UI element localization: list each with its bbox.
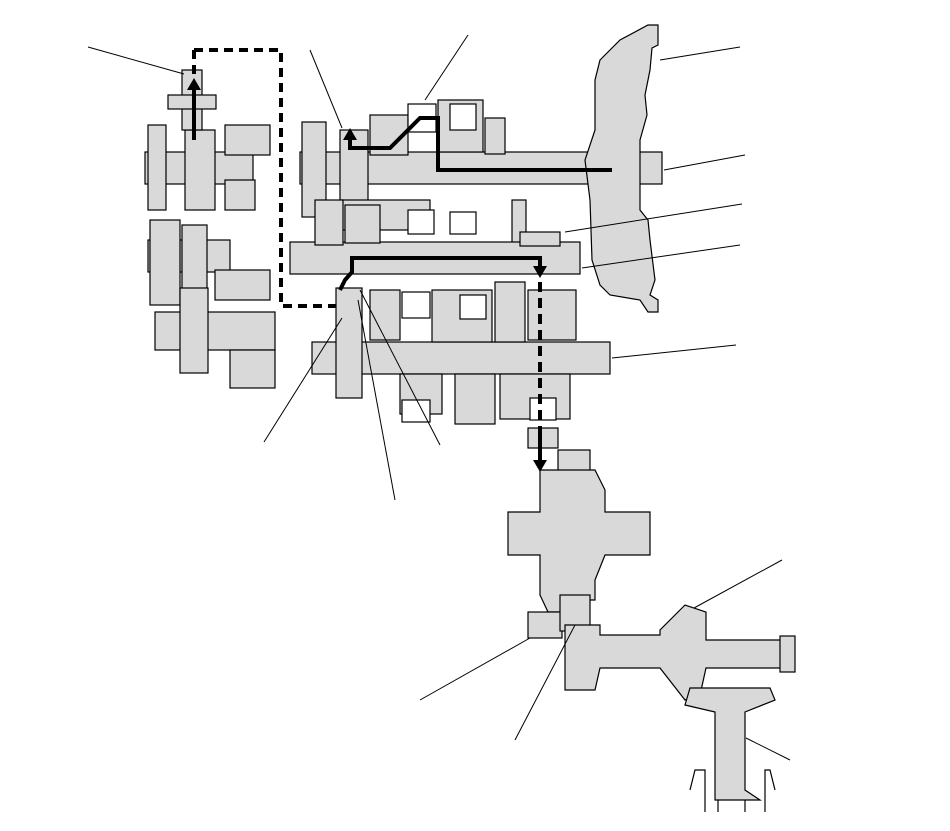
leader-9 [263,317,343,443]
power-flow-upper [348,116,612,172]
left-lower-shaft [154,311,276,351]
left-lower-gear-a [179,287,209,374]
left-lower-gear-c [229,349,276,389]
rear-output-shaft [684,687,776,801]
clutch-housing [584,24,659,313]
main-synchro-teeth-3 [407,209,435,235]
leader-6 [564,203,743,233]
leader-12 [693,559,783,609]
leader-4 [659,46,741,61]
main-synchro-teeth-2 [449,103,477,131]
output-shaft-assembly [311,281,611,425]
left-lower-gear-b [214,269,271,301]
left-upper-gear-b [184,129,216,211]
differential-case [507,469,651,613]
leader-2 [309,49,343,129]
counter-gear-1 [314,199,344,246]
left-upper-gear-d [224,179,256,211]
power-flow-arrowhead-upper [343,128,357,140]
leader-7 [581,244,741,269]
leader-11 [359,289,441,446]
output-gear-7 [454,373,496,425]
left-upper-gear-c [224,124,271,156]
counter-bearing [519,231,561,247]
leader-8 [611,344,737,359]
output-gear-4 [494,281,526,343]
transfer-shaft [564,604,786,701]
leader-10 [357,299,396,501]
leader-lines [87,34,791,761]
output-synchro-teeth-2 [459,294,487,320]
power-flow-counter [338,256,542,291]
diff-top-block [557,449,591,473]
transfer-shaft-end [779,635,796,673]
counter-gear-2 [344,204,381,244]
left-upper-gear-a [147,124,167,211]
countershaft-assembly [289,199,581,275]
transfer-output-assembly [564,604,796,812]
output-synchro-teeth-1 [401,291,431,319]
diff-top-cap [527,427,559,449]
leader-3 [424,34,469,101]
leader-14 [514,624,576,741]
main-synchro-teeth-4 [449,211,477,235]
leader-5 [663,154,746,171]
power-flow-path [187,78,612,472]
power-flow-arrowhead-left [187,78,201,90]
output-gear-1 [335,287,363,399]
left-middle-gear-a [149,219,181,306]
leader-13 [419,637,531,701]
output-synchro-teeth-3 [401,399,431,423]
output-gear-2 [369,289,401,341]
output-gear-5 [527,289,577,341]
diff-left-bearing [527,611,563,639]
main-gear-5 [484,117,506,155]
left-shaft-assembly [144,69,276,389]
power-flow-arrowhead-diff [533,460,547,472]
leader-1 [87,46,185,75]
leader-15 [745,737,791,761]
power-flow-arrowhead-counter [533,266,547,278]
output-synchro-teeth-4 [529,397,557,421]
rear-output-yoke [689,769,776,812]
differential-assembly [507,427,651,639]
